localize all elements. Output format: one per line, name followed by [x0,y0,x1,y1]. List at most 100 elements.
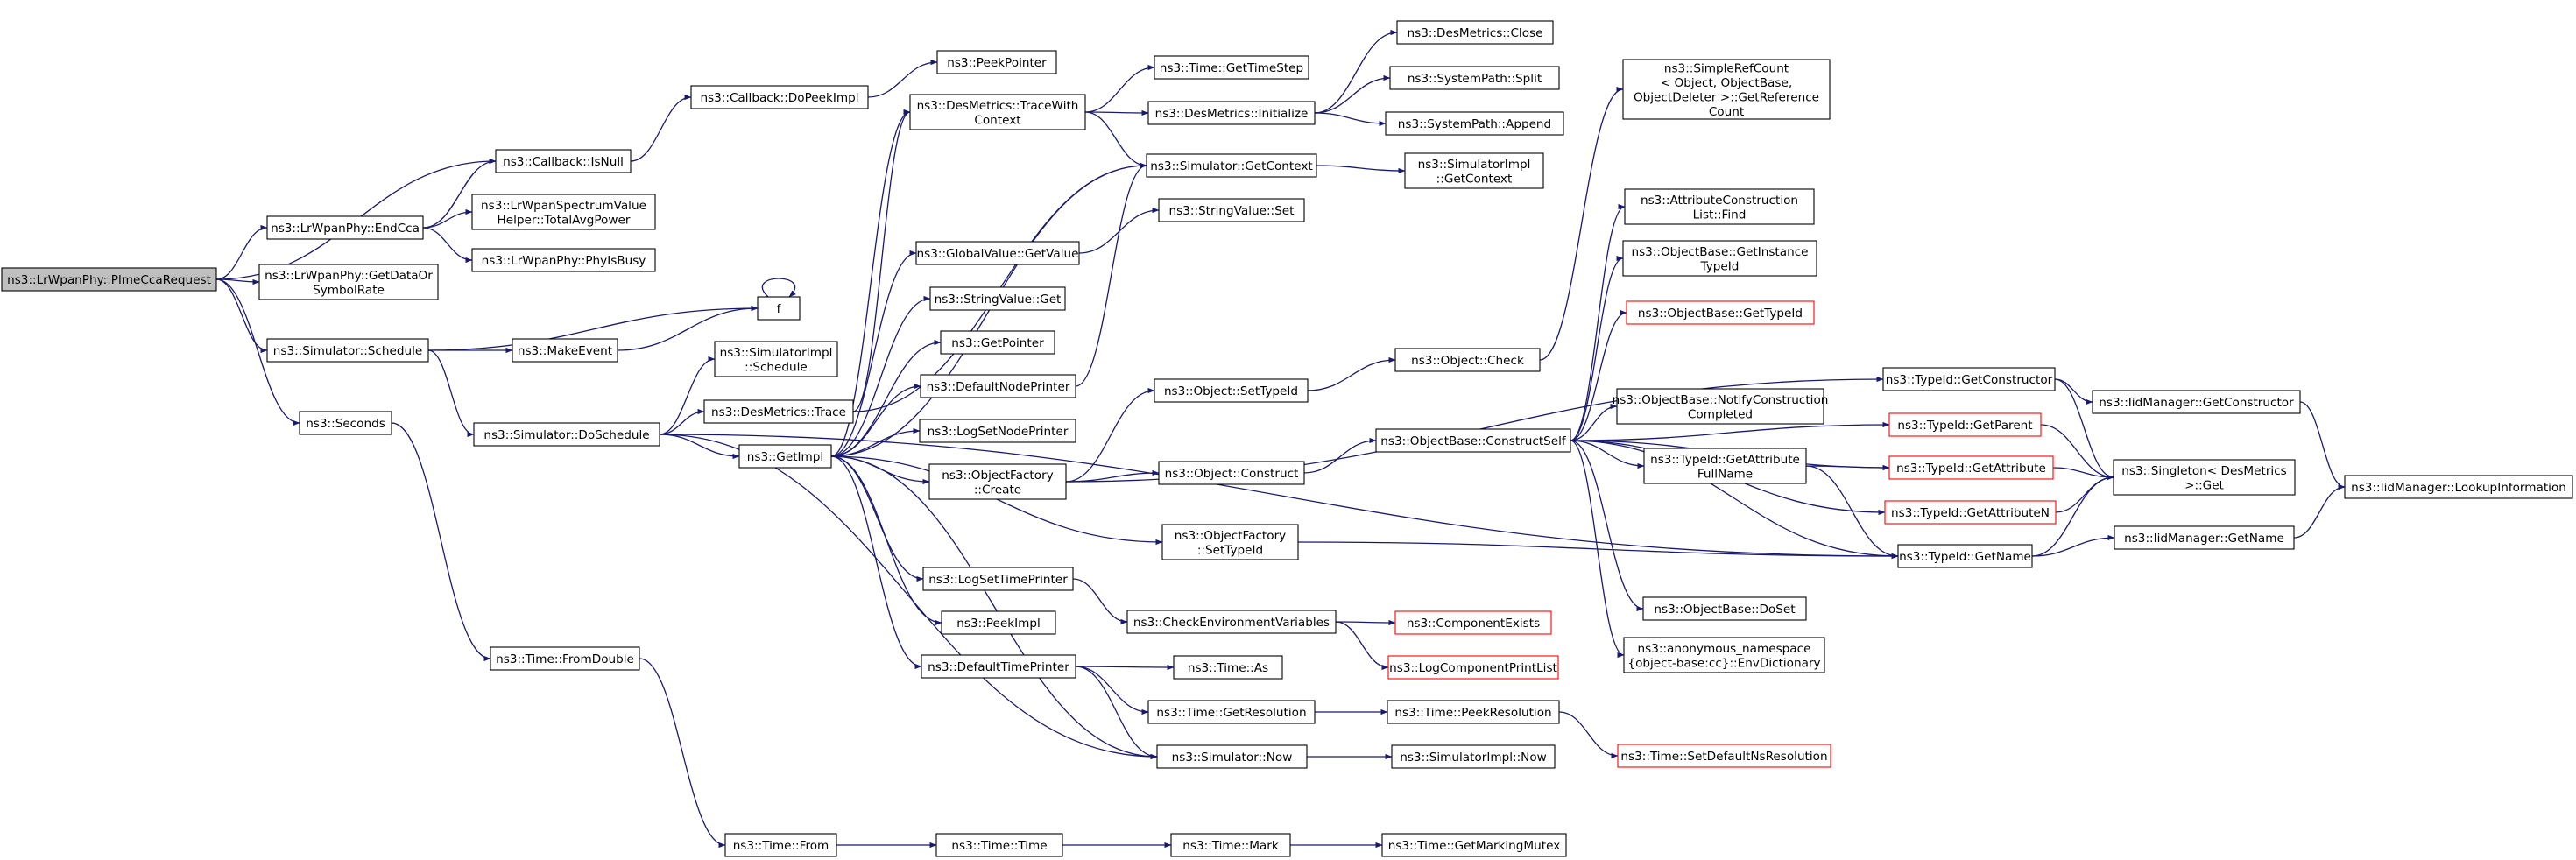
node-simulator-schedule[interactable]: ns3::Simulator::Schedule [266,338,429,363]
node-box [922,567,1074,591]
node-label: ns3::Time::SetDefaultNsResolution [1620,750,1827,764]
node-des-metrics-initialize[interactable]: ns3::DesMetrics::Initialize [1147,101,1316,125]
node-anonymous-namespace-env-dictionary[interactable]: ns3::anonymous_namespace{object-base:cc}… [1623,637,1825,673]
node-box [703,399,854,424]
node-object-base-notify-construction-completed[interactable]: ns3::ObjectBase::NotifyConstructionCompl… [1613,388,1829,425]
node-box [1126,610,1337,634]
node-label: ns3::DefaultNodePrinter [927,380,1070,394]
node-time-peek-resolution[interactable]: ns3::Time::PeekResolution [1387,700,1560,724]
node-label: ns3::SimulatorImpl [720,346,833,360]
node-get-pointer[interactable]: ns3::GetPointer [940,330,1055,355]
node-object-base-get-type-id[interactable]: ns3::ObjectBase::GetTypeId [1626,300,1815,325]
node-time-time[interactable]: ns3::Time::Time [935,833,1063,857]
node-label: ObjectDeleter >::GetReference [1634,90,1819,104]
node-simulator-do-schedule[interactable]: ns3::Simulator::DoSchedule [473,422,660,447]
node-des-metrics-trace[interactable]: ns3::DesMetrics::Trace [703,399,854,424]
node-log-component-print-list[interactable]: ns3::LogComponentPrintList [1387,655,1559,680]
node-box [471,248,656,272]
node-label: ns3::Time::GetResolution [1156,706,1306,720]
node-label: ns3::IidManager::GetConstructor [2099,396,2294,410]
node-time-from[interactable]: ns3::Time::From [724,833,837,857]
node-check-environment-variables[interactable]: ns3::CheckEnvironmentVariables [1126,610,1337,634]
node-label: ns3::TypeId::GetParent [1897,419,2032,433]
node-simulator-impl-get-context[interactable]: ns3::SimulatorImpl::GetContext [1404,152,1544,189]
node-seconds[interactable]: ns3::Seconds [299,411,392,435]
node-time-get-resolution[interactable]: ns3::Time::GetResolution [1147,700,1316,724]
node-string-value-get[interactable]: ns3::StringValue::Get [929,286,1066,311]
node-string-value-set[interactable]: ns3::StringValue::Set [1158,198,1305,222]
node-object-base-construct-self[interactable]: ns3::ObjectBase::ConstructSelf [1375,428,1571,453]
node-box [266,338,429,363]
node-object-factory-create[interactable]: ns3::ObjectFactory::Create [928,463,1067,500]
node-box [1387,700,1560,724]
node-label: ::Schedule [745,360,808,374]
node-time-as[interactable]: ns3::Time::As [1173,655,1283,680]
node-time-get-marking-mutex[interactable]: ns3::Time::GetMarkingMutex [1381,833,1567,857]
node-time-set-default-ns-resolution[interactable]: ns3::Time::SetDefaultNsResolution [1617,744,1831,768]
node-time-mark[interactable]: ns3::Time::Mark [1170,833,1291,857]
node-des-metrics-close[interactable]: ns3::DesMetrics::Close [1396,20,1554,45]
node-box [2114,525,2295,550]
node-object-base-do-set[interactable]: ns3::ObjectBase::DoSet [1642,596,1807,621]
node-callback-do-peek-impl[interactable]: ns3::Callback::DoPeekImpl [690,85,869,109]
node-simulator-impl-now[interactable]: ns3::SimulatorImpl::Now [1391,744,1556,769]
node-type-id-get-constructor[interactable]: ns3::TypeId::GetConstructor [1882,367,2056,391]
call-edge [1072,578,1128,625]
node-phy-is-busy[interactable]: ns3::LrWpanPhy::PhyIsBusy [471,248,656,272]
node-make-event[interactable]: ns3::MakeEvent [512,338,618,363]
node-type-id-get-attribute[interactable]: ns3::TypeId::GetAttribute [1888,455,2054,480]
node-log-set-node-printer[interactable]: ns3::LogSetNodePrinter [919,419,1076,443]
node-iid-manager-lookup-information[interactable]: ns3::IidManager::LookupInformation [2344,475,2573,499]
node-time-from-double[interactable]: ns3::Time::FromDouble [490,646,640,671]
node-callback-is-null[interactable]: ns3::Callback::IsNull [495,149,632,173]
node-iid-manager-get-constructor[interactable]: ns3::IidManager::GetConstructor [2092,390,2301,414]
node-box [1897,544,2033,568]
node-box [714,341,838,377]
node-system-path-append[interactable]: ns3::SystemPath::Append [1385,111,1564,136]
node-label: ns3::TypeId::GetName [1899,550,2031,564]
node-plme-cca-request[interactable]: ns3::LrWpanPhy::PlmeCcaRequest [1,267,217,292]
node-default-node-printer[interactable]: ns3::DefaultNodePrinter [920,374,1076,398]
node-end-cca[interactable]: ns3::LrWpanPhy::EndCca [266,215,424,240]
node-system-path-split[interactable]: ns3::SystemPath::Split [1389,66,1560,90]
node-total-avg-power[interactable]: ns3::LrWpanSpectrumValueHelper::TotalAvg… [471,194,656,230]
node-object-check[interactable]: ns3::Object::Check [1394,348,1541,372]
node-object-set-type-id[interactable]: ns3::Object::SetTypeId [1154,378,1309,403]
node-label: ns3::LogSetNodePrinter [928,425,1069,439]
node-simulator-get-context[interactable]: ns3::Simulator::GetContext [1146,153,1317,178]
node-box [1396,20,1554,45]
node-component-exists[interactable]: ns3::ComponentExists [1394,610,1552,635]
node-simple-ref-count[interactable]: ns3::SimpleRefCount< Object, ObjectBase,… [1622,59,1831,120]
node-type-id-get-attribute-n[interactable]: ns3::TypeId::GetAttributeN [1884,500,2057,525]
node-time-get-time-step[interactable]: ns3::Time::GetTimeStep [1154,55,1309,80]
node-label: Completed [1688,407,1753,421]
node-object-factory-set-type-id[interactable]: ns3::ObjectFactory::SetTypeId [1161,524,1299,560]
node-type-id-get-name[interactable]: ns3::TypeId::GetName [1897,544,2033,568]
node-global-value-get-value[interactable]: ns3::GlobalValue::GetValue [915,241,1080,265]
node-object-construct[interactable]: ns3::Object::Construct [1158,461,1305,485]
call-edge [867,59,938,98]
node-iid-manager-get-name[interactable]: ns3::IidManager::GetName [2114,525,2295,550]
node-label: List::Find [1693,208,1747,222]
node-label: ns3::StringValue::Get [935,293,1062,307]
node-label: ns3::Simulator::Now [1172,751,1293,765]
node-get-impl[interactable]: ns3::GetImpl [738,444,832,469]
node-box [936,50,1057,74]
node-peek-pointer[interactable]: ns3::PeekPointer [936,50,1057,74]
node-simulator-impl-schedule[interactable]: ns3::SimulatorImpl::Schedule [714,341,838,377]
node-label: ns3::ObjectBase::NotifyConstruction [1613,393,1829,407]
node-default-time-printer[interactable]: ns3::DefaultTimePrinter [921,654,1076,679]
node-f[interactable]: f [757,296,801,321]
node-type-id-get-parent[interactable]: ns3::TypeId::GetParent [1888,412,2042,437]
node-singleton-get[interactable]: ns3::Singleton< DesMetrics>::Get [2113,459,2296,496]
node-peek-impl[interactable]: ns3::PeekImpl [941,610,1056,635]
call-edge [215,278,260,285]
node-log-set-time-printer[interactable]: ns3::LogSetTimePrinter [922,567,1074,591]
node-label: ns3::TypeId::GetAttributeN [1891,506,2050,520]
node-simulator-now[interactable]: ns3::Simulator::Now [1156,744,1308,769]
